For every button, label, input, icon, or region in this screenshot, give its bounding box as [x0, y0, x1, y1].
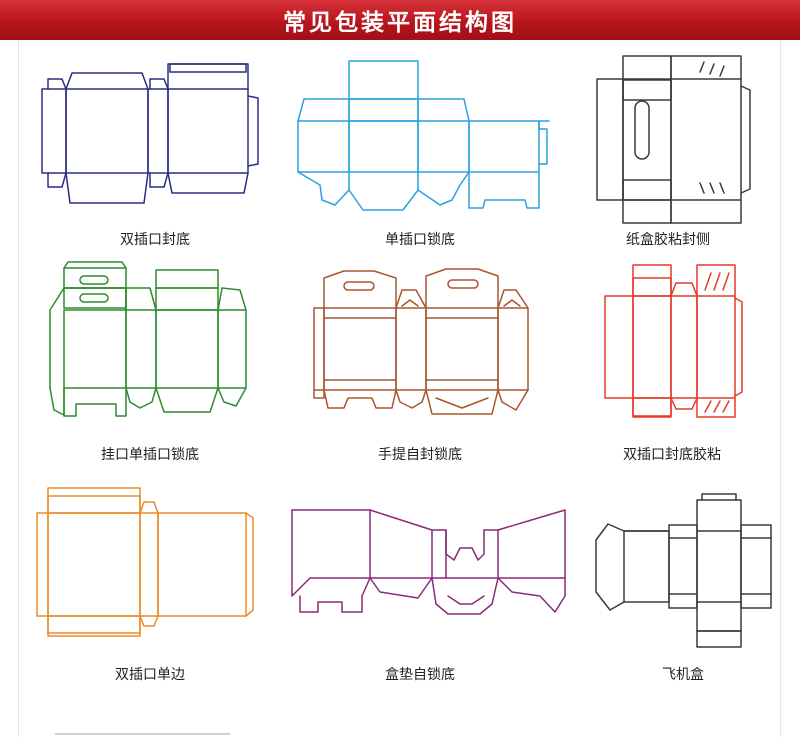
- dieline-shape: [36, 487, 254, 637]
- dieline-shape: [291, 509, 566, 615]
- dieline-label: 手提自封锁底: [378, 447, 462, 463]
- frame-left-border: [18, 40, 19, 737]
- bottom-divider: [55, 733, 230, 735]
- dieline-shape: [41, 63, 259, 204]
- header-banner: 常见包装平面结构图: [0, 0, 800, 40]
- dieline-label: 双插口封底胶粘: [623, 447, 721, 463]
- dieline-shape: [49, 261, 247, 417]
- dieline-shape: [595, 493, 772, 648]
- dieline-shape: [313, 268, 529, 415]
- dieline-shape: [297, 60, 550, 211]
- page-title: 常见包装平面结构图: [283, 9, 517, 36]
- dieline-label: 挂口单插口锁底: [101, 447, 199, 463]
- dieline-label: 盒垫自锁底: [385, 667, 455, 683]
- dieline-shape: [596, 55, 751, 224]
- dieline-label: 飞机盒: [662, 667, 704, 683]
- dieline-label: 单插口锁底: [385, 232, 455, 248]
- dieline-label: 纸盒胶粘封侧: [626, 232, 710, 248]
- frame-right-border: [780, 40, 781, 737]
- dieline-shape: [604, 264, 743, 418]
- dieline-label: 双插口单边: [115, 667, 185, 683]
- dieline-label: 双插口封底: [120, 232, 190, 248]
